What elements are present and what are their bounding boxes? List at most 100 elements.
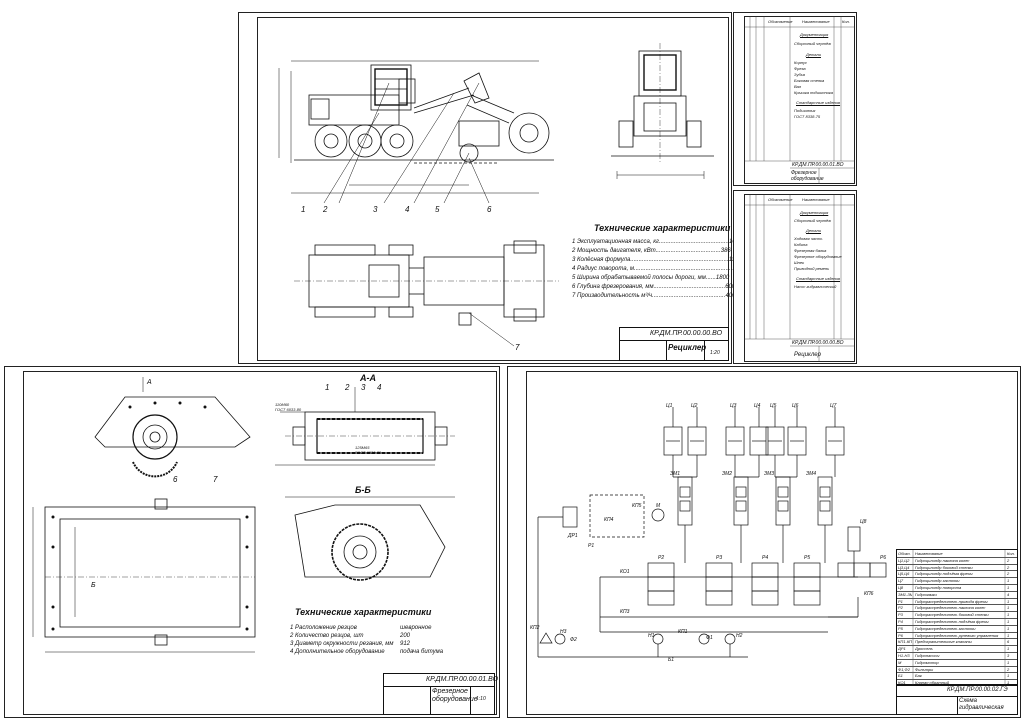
legend-cell: Ц1,Ц2 (898, 557, 910, 563)
legend-grid (912, 550, 1006, 686)
drawing-title: Рециклер (668, 343, 707, 352)
legend-cell: Гидроцилиндр наклона колес (915, 557, 970, 563)
legend-cell: Р2 (898, 605, 903, 611)
col-title: Наименование (802, 19, 830, 24)
legend-cell: КО1 (898, 680, 906, 686)
legend-cell: Ф1,Ф2 (898, 666, 910, 672)
spec-line: 1 Эксплуатационная масса, кг............… (572, 239, 746, 245)
component-label: КП4 (604, 517, 614, 523)
legend-cell: 1 (1007, 673, 1010, 679)
sheet-frame (23, 371, 497, 715)
lock-label: ЗМ3 (764, 471, 775, 477)
component-label: КО1 (620, 569, 630, 575)
drawing-code: КР.ДМ.ПР.00.00.02.ГЭ (947, 687, 1008, 693)
legend-row: Ц5,Ц6 Гидроцилиндр подъёма фрезы 2 (897, 570, 1017, 579)
col-name: Обозначение (768, 19, 793, 24)
lock-label: ЗМ1 (670, 471, 681, 477)
spec-sheet-milling: Обозначение Наименование Кол. Документац… (733, 12, 857, 186)
spec-row: Ходовая часть (794, 236, 823, 241)
spec-row: Крышка подшипника (794, 90, 833, 95)
legend-cell: Гидрораспределитель заслонки (915, 625, 976, 631)
legend-cell: Ц7 (898, 578, 904, 584)
spec-line: 6 Глубина фрезерования, мм..............… (572, 284, 736, 290)
component-label: Н1 (648, 633, 655, 639)
drawing-title: Рециклер (794, 352, 821, 358)
sheet-frame (526, 371, 1018, 715)
cylinder-label: Ц1 (666, 403, 673, 409)
sheet-frame (744, 194, 855, 362)
legend-cell: Бак (915, 673, 922, 679)
section-aa-label: А-А (360, 373, 376, 383)
drawing-title: Фрезерное оборудование (432, 688, 478, 703)
spec-row: Насос гидравлический (794, 284, 837, 289)
legend-cell: Гидрораспределитель привода фрезы (915, 598, 988, 604)
col-name: Обозначение (768, 197, 793, 202)
component-label: Н3 (560, 629, 567, 635)
cylinder-label: Ц4 (754, 403, 761, 409)
spec-row: Стандартные изделия (796, 276, 841, 281)
legend-cell: Ц5,Ц6 (898, 571, 910, 577)
legend-cell: 2 (1007, 564, 1010, 570)
legend-cell: 3 (1007, 653, 1010, 658)
callout-6: 6 (173, 475, 178, 484)
legend-cell: 1 (1007, 585, 1010, 590)
section-bb-label: Б-Б (355, 485, 371, 495)
legend-cell: 2 (1007, 571, 1010, 577)
spec-key: 1 Расположение резцов (290, 625, 357, 631)
spec-row: Фреза (794, 66, 806, 71)
component-label: Ф1 (706, 635, 713, 641)
spec-key: 2 Количество резцов, шт (290, 633, 364, 639)
drawing-code: КР.ДМ.ПР.00.00.01.ВО (792, 162, 844, 168)
legend-cell: 6 (1007, 639, 1010, 645)
col-title: Наименование (802, 197, 830, 202)
spec-line: 3 Колёсная формула......................… (572, 257, 745, 263)
callout-5: 5 (435, 205, 440, 214)
legend-cell: Гидрораспределитель подъёма фрезы (915, 619, 989, 624)
spec-row: Шнек (794, 260, 804, 265)
legend-row: ЗМ1-ЗМ4Гидрозамки 4 (897, 591, 1017, 599)
callout-1: 1 (325, 383, 330, 392)
legend-cell: 4 (1007, 591, 1010, 597)
legend-cell: Гидрозамки (915, 591, 937, 597)
spec-key: 3 Диаметр окружности резания, мм (290, 641, 394, 647)
legend-cell: 1 (1007, 605, 1010, 611)
title-block: КР.ДМ.ПР.00.00.00.ВО Рециклер 1:20 (619, 327, 729, 361)
spec-row: Кабина (794, 242, 808, 247)
spec-row: Приводной ремень (794, 266, 830, 271)
spec-row: Фрезерное оборудование (794, 254, 842, 259)
spec-row: Фрезерная балка (794, 248, 827, 253)
legend-cell: КП1-КП6 (898, 639, 912, 645)
hydraulic-diagram (537, 407, 887, 658)
cylinder-label: Ц3 (730, 403, 737, 409)
legend-cell: ЗМ1-ЗМ4 (898, 591, 912, 597)
spec-value: 912 (400, 641, 411, 647)
legend-cell: Гидроцилиндр подъёма фрезы (915, 571, 973, 577)
legend-cell: ДР1 (898, 646, 906, 652)
cylinder-label: Ц5 (770, 403, 777, 409)
valve-label: Р4 (762, 555, 769, 561)
component-label: Н2 (736, 633, 743, 639)
legend-cell: Р3 (898, 612, 903, 618)
legend-cell: Предохранительные клапаны (915, 639, 972, 645)
machine-top-view (294, 240, 559, 347)
legend-cell: 1 (1007, 598, 1010, 604)
sheet-milling-equipment: А А-А Б-Б Б 110М60 ГОСТ 6033-80 125М65 Г… (4, 366, 500, 718)
component-label: КП3 (620, 609, 630, 615)
sheet-hydraulic-scheme: Ц1 Ц2 Ц3 Ц4 Ц5 Ц6 Ц7 Ц8 ЗМ1 ЗМ2 ЗМ3 ЗМ4 … (507, 366, 1021, 718)
drawing-scale: 1:10 (476, 696, 486, 702)
col-qty: Кол. (842, 19, 850, 24)
valve-label: Р3 (716, 555, 723, 561)
legend-cell: 1 (1007, 619, 1010, 624)
spec-row: Сборочный чертёж (794, 218, 832, 223)
component-label: ДР1 (568, 533, 578, 539)
spec-row: Подшипник (794, 108, 816, 113)
spec-grid (744, 16, 855, 184)
spec-row: Корпус (794, 60, 808, 65)
legend-cell: Р6 (898, 632, 903, 638)
